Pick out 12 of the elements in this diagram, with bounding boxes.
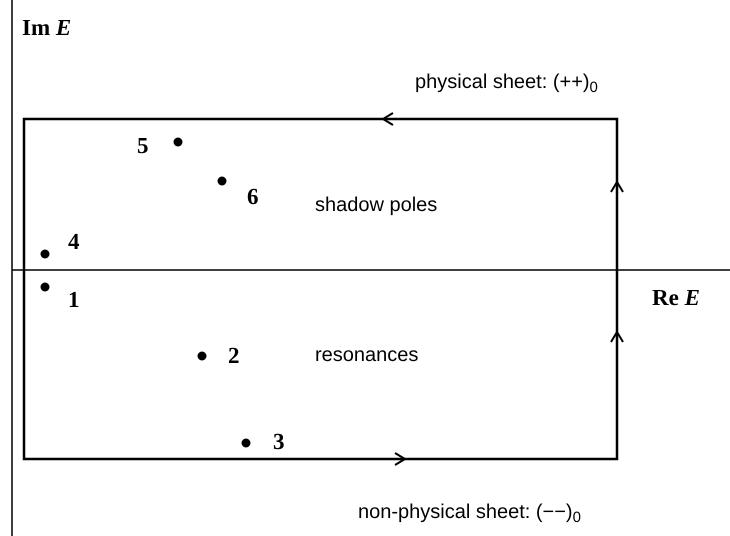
region-label: resonances — [315, 343, 418, 368]
pole-number: 2 — [228, 342, 240, 370]
region-label: physical sheet: (++)$_{0}$ — [415, 70, 598, 95]
axis-label: Im E — [22, 14, 72, 42]
region-label: shadow poles — [315, 193, 438, 218]
pole-number: 5 — [137, 132, 148, 160]
pole-number: 3 — [273, 428, 284, 456]
axis-label: Re E — [652, 284, 700, 312]
pole-number: 1 — [68, 286, 80, 314]
region-label: non-physical sheet: (−−)$_{0}$ — [358, 500, 581, 525]
pole-number: 4 — [68, 228, 80, 256]
pole-number: 6 — [247, 183, 258, 211]
